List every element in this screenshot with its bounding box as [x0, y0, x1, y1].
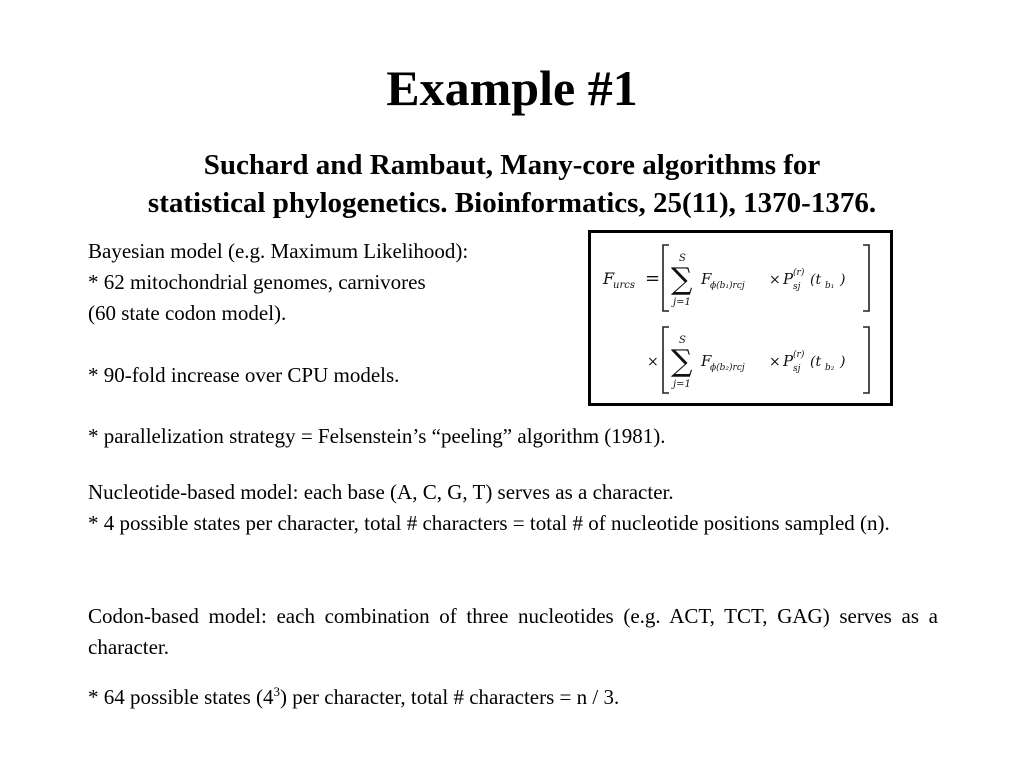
arg-1: (t: [810, 272, 821, 288]
term2-f: F: [700, 352, 712, 370]
term2-sub: ϕ(b₂)rcj: [710, 362, 745, 373]
times-leading: ×: [647, 354, 659, 370]
states-before: * 64 possible states (4: [88, 685, 274, 709]
nucleotide-model-block: Nucleotide-based model: each base (A, C,…: [88, 477, 948, 539]
arg-sub-2: b₂: [825, 363, 835, 373]
nucleotide-line-1: Nucleotide-based model: each base (A, C,…: [88, 480, 674, 504]
formula-lhs-sub: urcs: [613, 280, 635, 291]
formula-equals: =: [645, 268, 660, 289]
bayesian-line-1: Bayesian model (e.g. Maximum Likelihood)…: [88, 239, 469, 263]
codon-states-text: * 64 possible states (43) per character,…: [88, 682, 948, 713]
arg-close-2: ): [839, 354, 845, 370]
sum-lower-1: j=1: [671, 297, 691, 308]
p-sub-2: sj: [793, 364, 801, 374]
nucleotide-line-2: * 4 possible states per character, total…: [88, 511, 890, 535]
bayesian-line-3: (60 state codon model).: [88, 301, 287, 325]
sum-sigma-1: ∑: [671, 262, 693, 297]
bayesian-line-2: * 62 mitochondrial genomes, carnivores: [88, 270, 426, 294]
right-bracket-1: [863, 244, 870, 312]
bayesian-model-block: Bayesian model (e.g. Maximum Likelihood)…: [88, 236, 568, 391]
term1-sub: ϕ(b₁)rcj: [710, 280, 745, 291]
p-1: P: [782, 270, 794, 288]
p-sub-1: sj: [793, 282, 801, 292]
p-sup-1: (r): [793, 267, 805, 278]
citation: Suchard and Rambaut, Many-core algorithm…: [60, 146, 964, 222]
p-2: P: [782, 352, 794, 370]
right-bracket-2: [863, 326, 870, 394]
formula-image: F urcs = S ∑ j=1 F ϕ(b₁)rcj × P (r) sj (…: [588, 230, 893, 406]
spacer: [88, 329, 568, 360]
arg-2: (t: [810, 354, 821, 370]
codon-model-text: Codon-based model: each combination of t…: [88, 604, 938, 659]
p-sup-2: (r): [793, 349, 805, 360]
states-after: ) per character, total # characters = n …: [279, 685, 620, 709]
left-bracket-2: [662, 326, 669, 394]
arg-sub-1: b₁: [825, 281, 834, 291]
bayesian-line-4: * 90-fold increase over CPU models.: [88, 363, 400, 387]
times-2: ×: [769, 354, 781, 370]
sum-sigma-2: ∑: [671, 344, 693, 379]
states-exponent: 3: [273, 684, 280, 699]
formula-lhs: F: [602, 269, 615, 288]
left-bracket-1: [662, 244, 669, 312]
arg-close-1: ): [839, 272, 845, 288]
formula-svg: F urcs = S ∑ j=1 F ϕ(b₁)rcj × P (r) sj (…: [602, 244, 870, 394]
sum-upper-1: S: [679, 253, 686, 264]
times-1: ×: [769, 272, 781, 288]
term1-f: F: [700, 270, 712, 288]
sum-lower-2: j=1: [671, 379, 691, 390]
slide-title: Example #1: [386, 60, 638, 116]
parallelization-text: * parallelization strategy = Felsenstein…: [88, 424, 666, 448]
sum-upper-2: S: [679, 335, 686, 346]
citation-line-2: statistical phylogenetics. Bioinformatic…: [147, 187, 877, 219]
citation-line-1: Suchard and Rambaut, Many-core algorithm…: [203, 149, 821, 181]
